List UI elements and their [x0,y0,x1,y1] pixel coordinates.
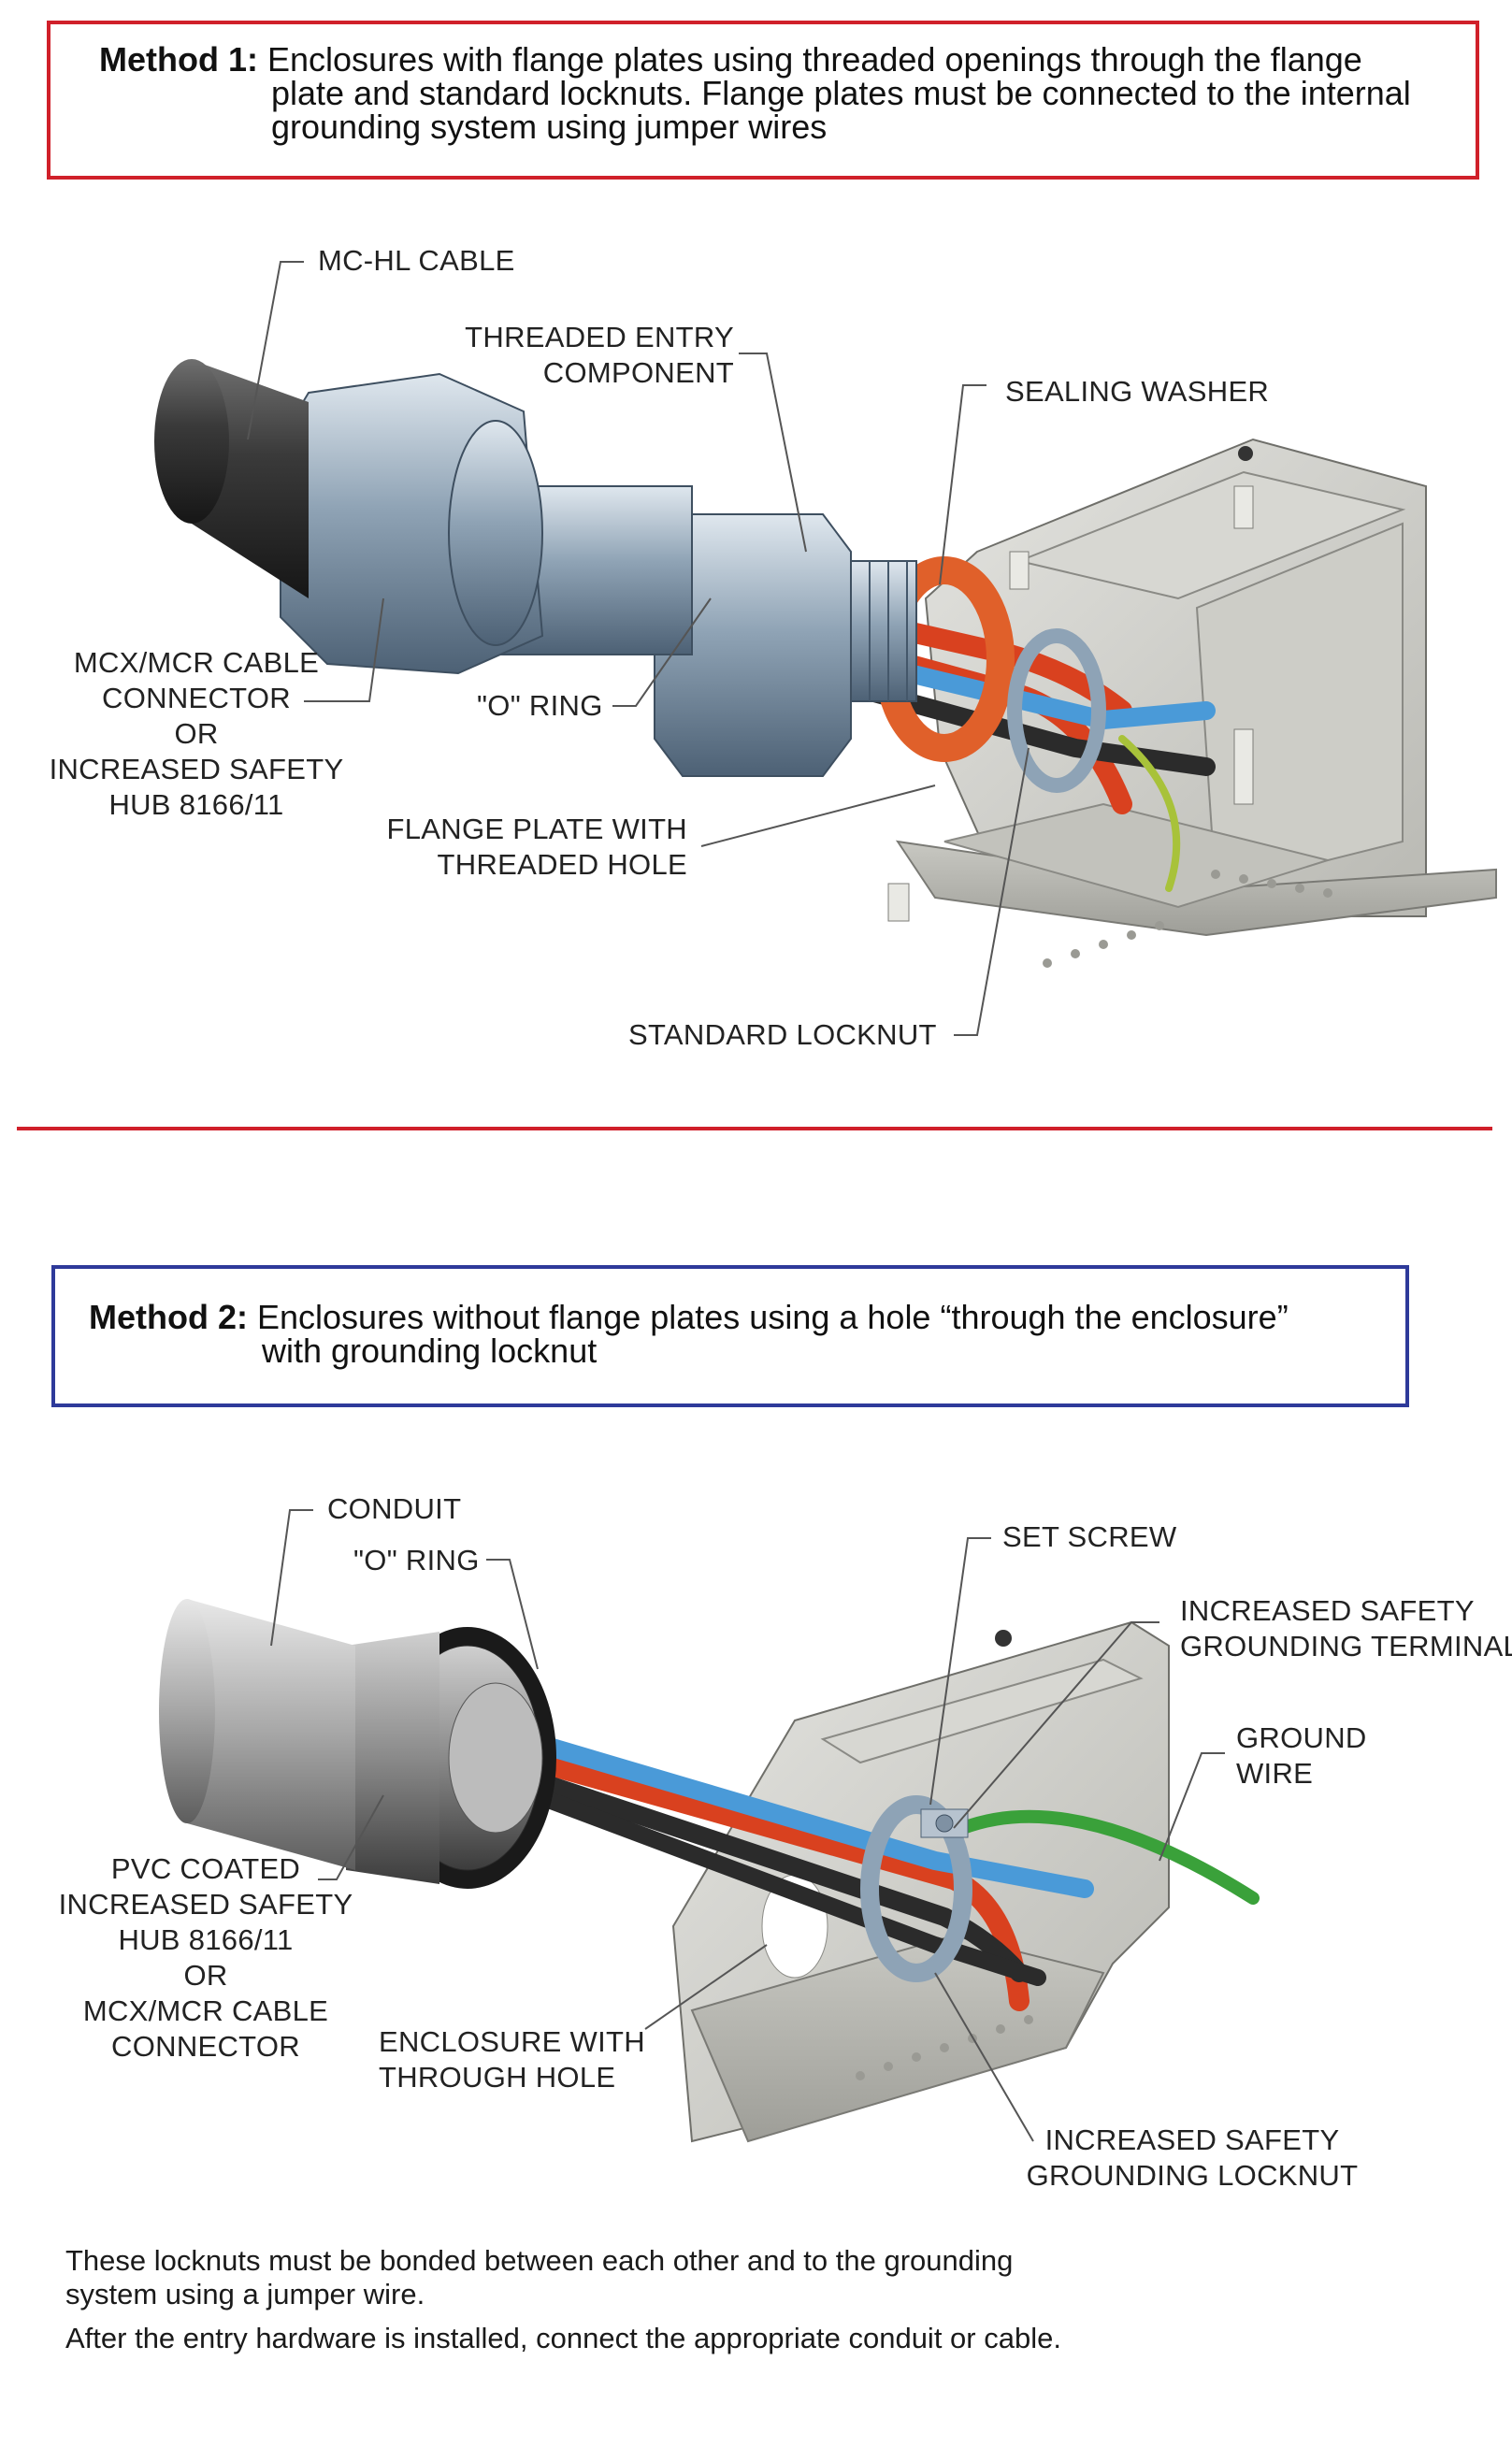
label-pvc-line2: INCREASED SAFETY [58,1888,353,1921]
enclosure-icon [887,438,1497,968]
section-divider [17,1127,1492,1130]
label-enclosure-line2: THROUGH HOLE [379,2061,616,2094]
label-mcx-line5: HUB 8166/11 [108,788,284,821]
label-pvc-coated-hub: PVC COATED INCREASED SAFETY HUB 8166/11 … [37,1851,374,2065]
label-flange-line2: THREADED HOLE [437,848,687,881]
note-bonding-line1: These locknuts must be bonded between ea… [65,2244,1014,2277]
label-terminal-line2: GROUNDING TERMINAL [1180,1630,1512,1663]
note-bonding-line2: system using a jumper wire. [65,2278,425,2310]
label-locknut-line2: GROUNDING LOCKNUT [1026,2159,1359,2192]
method1-line3: grounding system using jumper wires [271,108,828,146]
label-mc-hl-cable: MC-HL CABLE [318,244,515,277]
label-o-ring-2: "O" RING [353,1544,480,1576]
label-ground-line1: GROUND [1236,1721,1367,1754]
method2-line2: with grounding locknut [262,1331,598,1370]
method1-diagram [154,261,1497,1036]
label-threaded-entry-line2: COMPONENT [542,356,734,389]
note-bonding: These locknuts must be bonded between ea… [65,2244,1188,2311]
method1-leaders [247,261,1030,1036]
label-mcx-mcr-connector: MCX/MCR CABLE CONNECTOR OR INCREASED SAF… [33,645,360,823]
connector-hub-icon [280,372,693,675]
method2-heading: Method 2: [89,1298,248,1336]
label-ground-line2: WIRE [1236,1757,1314,1790]
note-connect: After the entry hardware is installed, c… [65,2322,1061,2354]
conduit-hub-icon [346,1627,556,1889]
label-mcx-line2: CONNECTOR [102,682,291,714]
threaded-entry-component-icon [654,513,917,777]
grounding-locknut-icon [860,1795,972,1982]
label-grounding-terminal: INCREASED SAFETY GROUNDING TERMINAL [1180,1593,1512,1664]
label-pvc-line3: HUB 8166/11 [118,1923,294,1956]
conduit-icon [159,1599,355,1870]
label-flange-line1: FLANGE PLATE WITH [386,813,687,845]
label-o-ring-1: "O" RING [477,689,603,722]
label-ground-wire: GROUND WIRE [1236,1720,1367,1792]
label-threaded-entry-component: THREADED ENTRY COMPONENT [425,320,734,391]
label-standard-locknut: STANDARD LOCKNUT [628,1018,937,1051]
label-flange-plate: FLANGE PLATE WITH THREADED HOLE [355,812,687,883]
label-sealing-washer: SEALING WASHER [1005,375,1270,408]
method1-box: Method 1: Enclosures with flange plates … [47,21,1479,180]
label-enclosure-through-hole: ENCLOSURE WITH THROUGH HOLE [379,2024,645,2095]
locknut-icon [1007,628,1106,793]
method1-description: Method 1: Enclosures with flange plates … [99,43,1464,144]
label-mcx-line3: OR [174,717,219,750]
cable-icon [154,359,309,598]
method1-line2: plate and standard locknuts. Flange plat… [271,74,1411,112]
method2-description: Method 2: Enclosures without flange plat… [89,1301,1379,1368]
method1-line1: Enclosures with flange plates using thre… [267,40,1362,79]
grounding-terminal-icon [920,1808,969,1838]
label-enclosure-line1: ENCLOSURE WITH [379,2025,645,2058]
method1-heading: Method 1: [99,40,258,79]
label-threaded-entry-line1: THREADED ENTRY [465,321,734,353]
method2-diagram [159,1509,1260,2143]
enclosure-icon [671,1620,1170,2143]
label-pvc-line1: PVC COATED [110,1852,301,1885]
label-conduit: CONDUIT [327,1492,462,1525]
label-pvc-line6: CONNECTOR [111,2030,300,2063]
label-grounding-locknut: INCREASED SAFETY GROUNDING LOCKNUT [1019,2123,1365,2194]
label-mcx-line1: MCX/MCR CABLE [73,646,320,679]
label-locknut-line1: INCREASED SAFETY [1044,2123,1340,2156]
label-mcx-line4: INCREASED SAFETY [49,753,344,785]
label-set-screw: SET SCREW [1002,1520,1177,1553]
label-pvc-line4: OR [183,1959,228,1992]
method2-box: Method 2: Enclosures without flange plat… [51,1265,1409,1407]
label-pvc-line5: MCX/MCR CABLE [82,1994,329,2027]
method2-leaders [270,1509,1225,2142]
label-terminal-line1: INCREASED SAFETY [1180,1594,1475,1627]
method2-line1: Enclosures without flange plates using a… [257,1298,1289,1336]
